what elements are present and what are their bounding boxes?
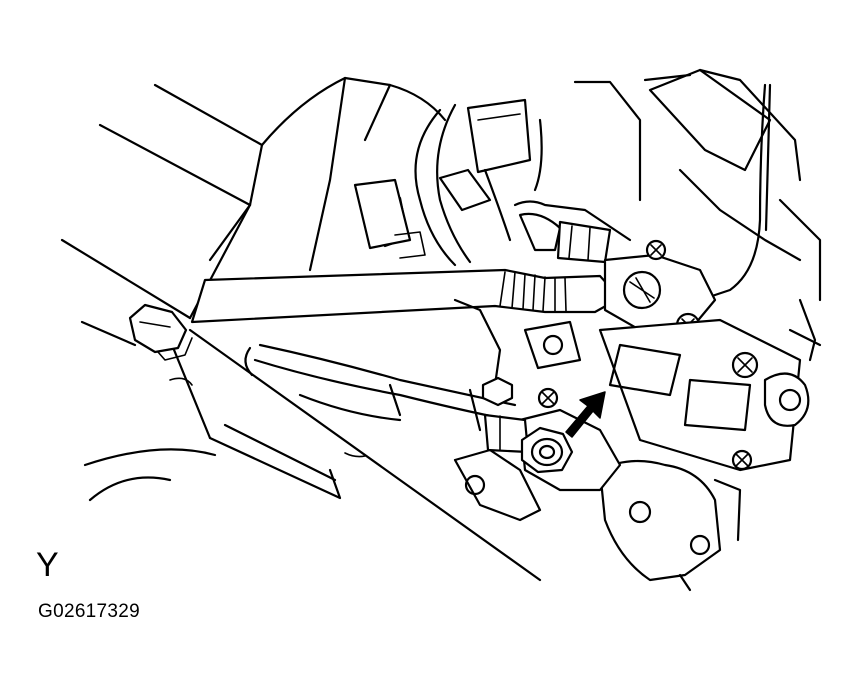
arrow-pointing-down-left-icon — [565, 391, 606, 438]
middle-bracket — [523, 320, 582, 370]
small-screws — [537, 387, 559, 409]
upper-right-housing — [573, 68, 822, 302]
upper-hoses — [353, 98, 543, 267]
target-bolt — [520, 426, 574, 474]
pipe-fitting — [513, 200, 632, 264]
long-rod — [190, 268, 622, 324]
left-mounting-bolt — [128, 303, 193, 361]
view-letter-label: Y — [36, 546, 59, 584]
right-mechanism-block — [598, 298, 822, 472]
lower-cables — [244, 298, 517, 432]
figure-code-label: G02617329 — [38, 601, 141, 622]
lower-bracket — [598, 459, 742, 592]
small-nut — [481, 376, 514, 407]
